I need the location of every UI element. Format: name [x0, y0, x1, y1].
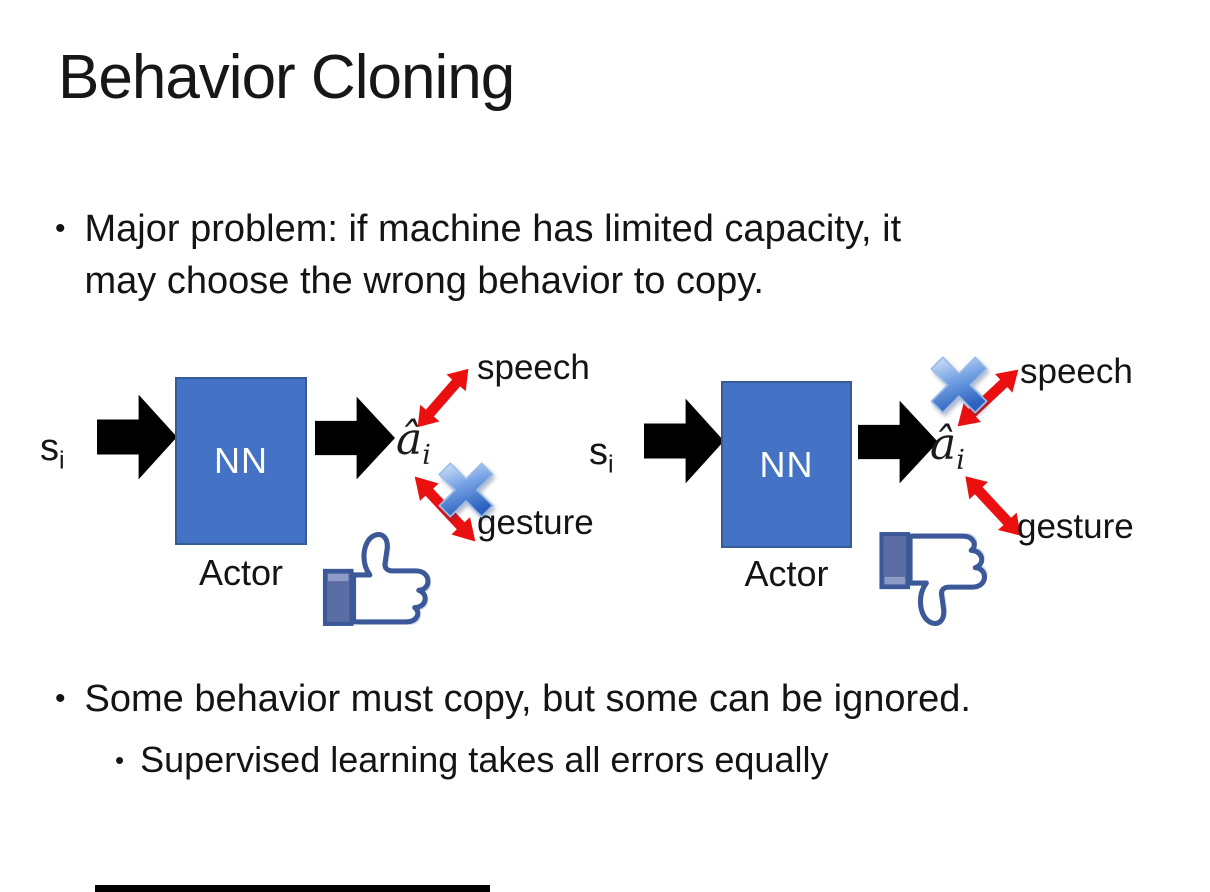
output-block-arrow-icon — [315, 393, 395, 483]
gesture-double-arrow-icon — [953, 465, 1032, 547]
cross-out-icon — [437, 461, 495, 519]
thumbs-down-icon — [876, 530, 991, 632]
speech-double-arrow-icon — [405, 358, 480, 438]
actor-label: Actor — [198, 552, 284, 593]
page-title: Behavior Cloning — [58, 43, 515, 112]
speech-double-arrow-icon — [946, 358, 1029, 439]
thumbs-up-icon — [318, 526, 436, 628]
state-label: si — [40, 427, 65, 475]
actor-label: Actor — [744, 553, 829, 594]
input-block-arrow-icon — [644, 395, 724, 487]
bullet-line: Some behavior must copy, but some can be… — [84, 678, 971, 720]
speech-label: speech — [1020, 352, 1133, 391]
cross-out-icon — [929, 355, 989, 415]
nn-label: NN — [759, 443, 814, 485]
gesture-label: gesture — [477, 503, 594, 542]
input-block-arrow-icon — [97, 391, 177, 483]
bullet-dot: • — [115, 745, 125, 775]
output-block-arrow-icon — [858, 397, 938, 487]
nn-box: NN — [175, 377, 307, 545]
bullet-dot: • — [55, 212, 66, 245]
bullet-major-problem: • Major problem: if machine has limited … — [55, 203, 901, 307]
bullet-line-2: may choose the wrong behavior to copy. — [84, 260, 764, 302]
bottom-partial-bar — [95, 885, 490, 892]
speech-label: speech — [477, 348, 590, 387]
action-label: âi — [396, 414, 431, 471]
bullet-major-problem-text: Major problem: if machine has limited ca… — [85, 203, 902, 307]
nn-label: NN — [214, 440, 268, 481]
bullet-line: Supervised learning takes all errors equ… — [140, 739, 829, 780]
state-label: si — [589, 431, 614, 479]
bullet-dot: • — [55, 682, 66, 715]
bullet-line-1: Major problem: if machine has limited ca… — [84, 208, 902, 250]
action-label: âi — [930, 419, 965, 476]
bullet-some-behavior: • Some behavior must copy, but some can … — [55, 673, 971, 725]
bullet-supervised-learning: • Supervised learning takes all errors e… — [115, 736, 828, 784]
nn-box: NN — [721, 381, 852, 548]
gesture-label: gesture — [1017, 507, 1134, 546]
